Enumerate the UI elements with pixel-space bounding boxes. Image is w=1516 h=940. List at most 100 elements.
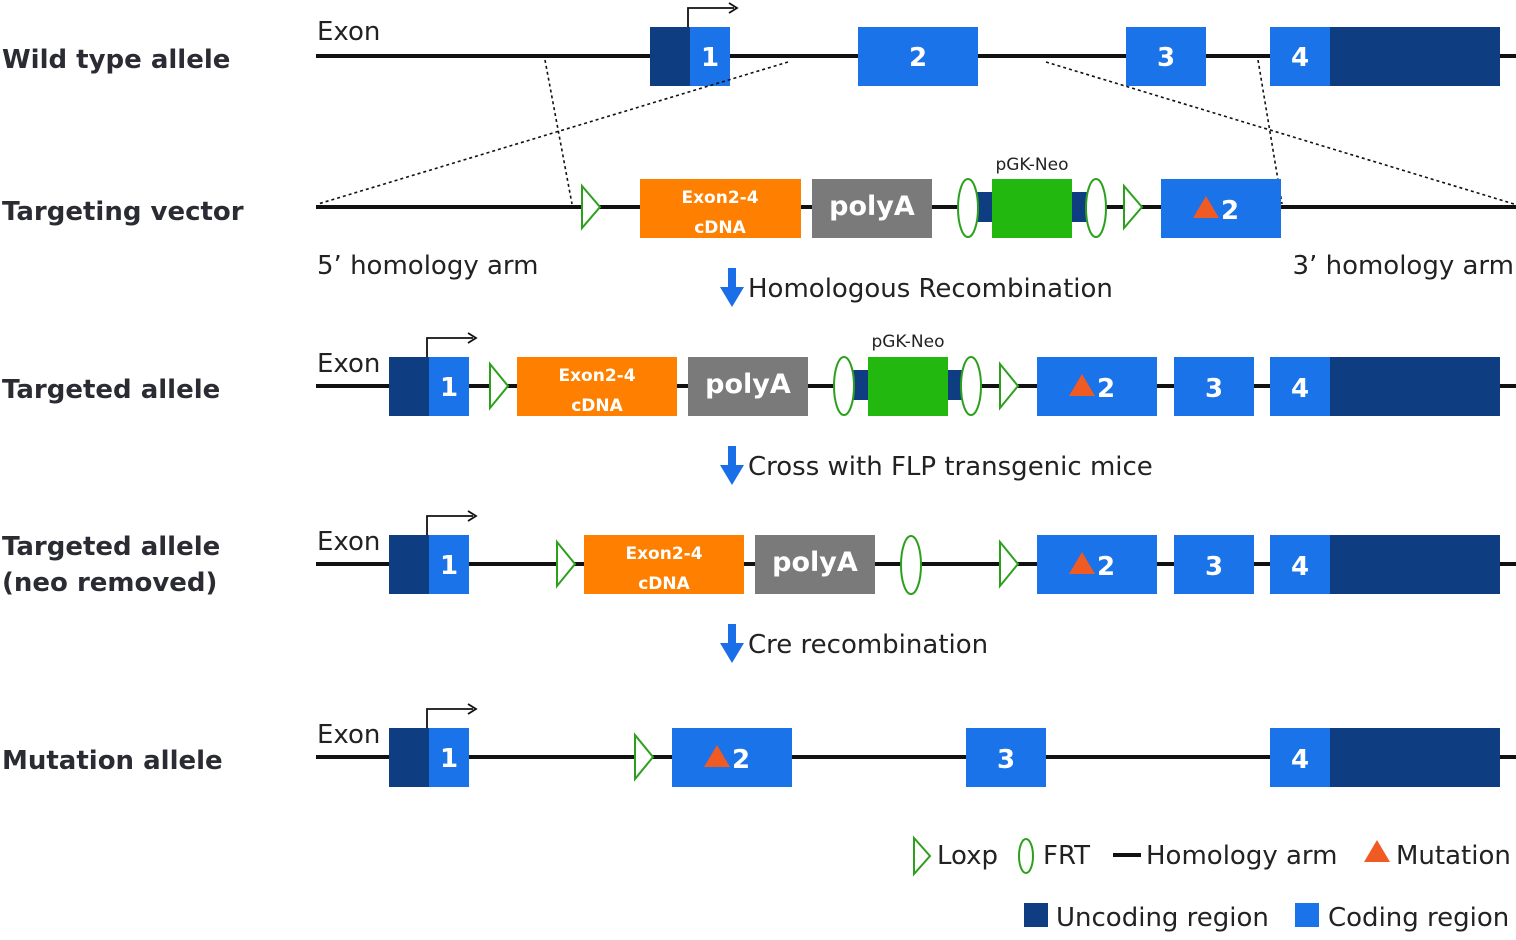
down-arrow-icon: [720, 268, 744, 307]
frt-icon: [960, 356, 982, 416]
wild-type-allele: Exon 1 2 3 4: [316, 2, 1516, 86]
legend-uncoding: Uncoding region: [1056, 903, 1269, 933]
polya-box: [688, 357, 808, 416]
exon-4-box: [1270, 27, 1330, 86]
pgk-neo-label: pGK-Neo: [995, 155, 1068, 175]
transcription-start-arrow: [426, 708, 473, 728]
mutation-allele: Exon 1 2 3 4: [316, 703, 1516, 787]
exon-1-label: 1: [440, 744, 458, 774]
exon-label: Exon: [317, 349, 380, 379]
loxp-icon: [999, 539, 1020, 589]
exon-2-label: 2: [909, 43, 927, 73]
polya-label: polyA: [705, 369, 791, 400]
row-label-targeted-allele: Targeted allele: [2, 375, 220, 405]
loxp-icon: [999, 361, 1020, 411]
exon-4-label: 4: [1291, 43, 1309, 73]
exon-1-box: [690, 27, 730, 86]
step-label: Cross with FLP transgenic mice: [748, 452, 1153, 482]
uncoding-region: [389, 728, 429, 787]
loxp-icon: [581, 183, 602, 231]
transcription-start-arrow: [426, 515, 473, 535]
row-label-targeting-vector: Targeting vector: [2, 197, 244, 227]
uncoding-region: [1330, 27, 1500, 86]
legend-frt: FRT: [1043, 841, 1090, 871]
frt-icon: [957, 178, 979, 238]
frt-icon: [833, 356, 855, 416]
cdna-label-2: cDNA: [694, 218, 746, 238]
loxp-icon: [913, 835, 932, 877]
polya-label: polyA: [772, 547, 858, 578]
exon-2-mutant-box: [1037, 535, 1157, 594]
polya-box: [755, 535, 875, 594]
mutation-icon: [1069, 552, 1095, 574]
exon-2-box: [858, 27, 978, 86]
frt-icon: [1018, 838, 1034, 874]
neo-box: [992, 179, 1072, 238]
legend: Loxp FRT Homology arm Mutation Uncoding …: [913, 835, 1511, 933]
targeting-vector: Exon2-4 cDNA polyA pGK-Neo 2 5’ homology…: [316, 155, 1516, 281]
homology-arm-5-label: 5’ homology arm: [317, 251, 538, 281]
exon-1-box: [429, 357, 469, 416]
frt-icon: [900, 535, 922, 595]
row-label-mutation-allele: Mutation allele: [2, 746, 223, 776]
cdna-box: [517, 357, 677, 416]
exon-4-label: 4: [1291, 552, 1309, 582]
exon-label: Exon: [317, 17, 380, 47]
row-label-neo-removed-2: (neo removed): [2, 568, 217, 598]
loxp-icon: [556, 539, 577, 589]
exon-4-label: 4: [1291, 374, 1309, 404]
exon-4-box: [1270, 357, 1330, 416]
transcription-start-arrow: [687, 7, 734, 27]
exon-4-box: [1270, 728, 1330, 787]
exon-2-label: 2: [1097, 374, 1115, 404]
mutation-icon: [704, 745, 730, 767]
uncoding-region: [389, 357, 429, 416]
uncoding-region: [1330, 535, 1500, 594]
exon-1-label: 1: [701, 43, 719, 73]
step-cre-recombination: Cre recombination: [720, 624, 988, 663]
pgk-neo-label: pGK-Neo: [871, 332, 944, 352]
exon-label: Exon: [317, 527, 380, 557]
exon-4-box: [1270, 535, 1330, 594]
row-label-wild-type: Wild type allele: [2, 45, 230, 75]
uncoding-swatch: [1024, 903, 1048, 927]
down-arrow-icon: [720, 446, 744, 485]
loxp-icon: [489, 361, 510, 411]
exon-3-box: [1174, 535, 1254, 594]
neo-removed-allele: Exon 1 Exon2-4 cDNA polyA 2 3 4: [316, 510, 1516, 595]
cdna-label-2: cDNA: [638, 574, 690, 594]
loxp-icon: [1123, 183, 1144, 231]
mutation-icon: [1193, 196, 1219, 218]
legend-mutation: Mutation: [1396, 841, 1511, 871]
targeted-allele: Exon 1 Exon2-4 cDNA polyA pGK-Neo 2 3 4: [316, 332, 1516, 416]
exon-3-label: 3: [1205, 374, 1223, 404]
loxp-icon: [634, 732, 655, 782]
exon-3-label: 3: [1205, 552, 1223, 582]
cdna-label-1: Exon2-4: [625, 544, 702, 564]
exon-2-label: 2: [1097, 552, 1115, 582]
exon-3-label: 3: [997, 745, 1015, 775]
transcription-start-arrow: [426, 337, 473, 357]
row-label-neo-removed-1: Targeted allele: [2, 532, 220, 562]
mutation-icon: [1364, 840, 1390, 862]
cdna-label-1: Exon2-4: [558, 366, 635, 386]
mutation-icon: [1069, 374, 1095, 396]
legend-coding: Coding region: [1328, 903, 1509, 933]
polya-label: polyA: [829, 191, 915, 222]
homology-arm-3-label: 3’ homology arm: [1293, 251, 1514, 281]
exon-3-box: [1174, 357, 1254, 416]
legend-loxp: Loxp: [937, 841, 998, 871]
cdna-box: [640, 179, 801, 238]
cdna-label-1: Exon2-4: [681, 188, 758, 208]
coding-swatch: [1295, 903, 1319, 927]
step-label: Homologous Recombination: [748, 274, 1113, 304]
frt-icon: [1085, 178, 1107, 238]
exon-label: Exon: [317, 720, 380, 750]
neo-box: [868, 357, 948, 416]
legend-homology-arm: Homology arm: [1146, 841, 1337, 871]
step-label: Cre recombination: [748, 630, 988, 660]
down-arrow-icon: [720, 624, 744, 663]
exon-1-label: 1: [440, 551, 458, 581]
exon-3-box: [1126, 27, 1206, 86]
